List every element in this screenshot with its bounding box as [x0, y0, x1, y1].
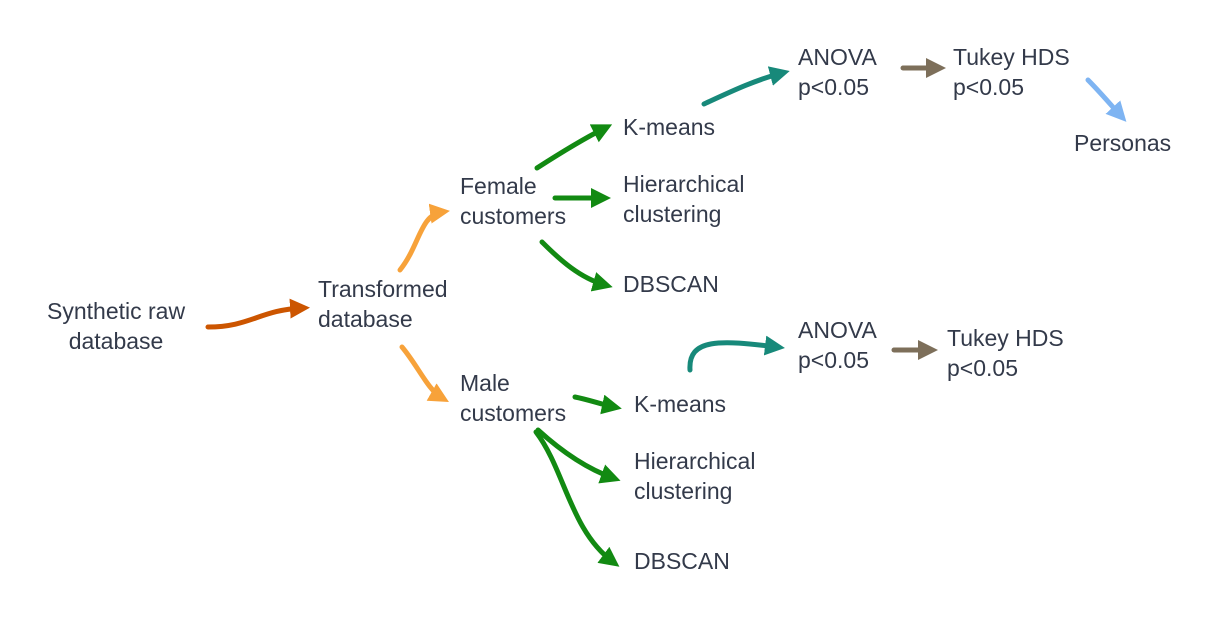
node-female-tukey-hds: Tukey HDS p<0.05: [953, 42, 1070, 102]
node-female-dbscan: DBSCAN: [623, 269, 719, 299]
node-male-tukey-line2: p<0.05: [947, 355, 1018, 381]
node-male-anova: ANOVA p<0.05: [798, 315, 877, 375]
node-female-anova: ANOVA p<0.05: [798, 42, 877, 102]
node-personas-label: Personas: [1074, 130, 1172, 156]
arrow-female-to-dbscan: [539, 239, 613, 292]
node-female-line1: Female: [460, 173, 537, 199]
node-male-tukey-line1: Tukey HDS: [947, 325, 1064, 351]
node-male-hierarchical-clustering: Hierarchical clustering: [634, 446, 755, 506]
node-female-hier-line1: Hierarchical: [623, 171, 745, 197]
node-female-anova-line1: ANOVA: [798, 44, 877, 70]
node-raw-line1: Synthetic raw: [47, 298, 186, 324]
node-male-hier-line1: Hierarchical: [634, 448, 756, 474]
arrow-male-to-dbscan: [533, 429, 620, 567]
node-female-anova-line2: p<0.05: [798, 74, 869, 100]
node-female-kmeans: K-means: [623, 112, 715, 142]
node-male-anova-line1: ANOVA: [798, 317, 877, 343]
node-male-anova-line2: p<0.05: [798, 347, 869, 373]
node-raw-line2: database: [68, 328, 164, 354]
arrow-male-to-hierarchical: [535, 427, 621, 484]
node-female-hierarchical-clustering: Hierarchical clustering: [623, 169, 744, 229]
node-female-hier-line2: clustering: [623, 201, 722, 227]
arrow-male-to-kmeans: [572, 394, 622, 415]
node-male-dbscan: DBSCAN: [634, 546, 730, 576]
node-female-dbscan-label: DBSCAN: [623, 271, 719, 297]
node-male-hier-line2: clustering: [634, 478, 733, 504]
arrow-transformed-to-female: [397, 203, 450, 273]
node-personas: Personas: [1074, 128, 1171, 158]
arrow-raw-to-transformed: [205, 298, 310, 330]
node-transformed-line2: database: [318, 306, 413, 332]
node-female-kmeans-label: K-means: [623, 114, 716, 140]
node-female-tukey-line2: p<0.05: [953, 74, 1024, 100]
node-male-customers: Male customers: [460, 368, 566, 428]
arrow-transformed-to-male: [399, 344, 449, 402]
node-transformed-line1: Transformed: [318, 276, 448, 302]
node-male-line1: Male: [460, 370, 510, 396]
node-female-customers: Female customers: [460, 171, 566, 231]
arrow-female-to-kmeans: [534, 124, 613, 171]
node-female-line2: customers: [460, 203, 567, 229]
arrow-female-kmeans-to-anova: [701, 66, 790, 107]
node-male-kmeans-label: K-means: [634, 391, 727, 417]
node-male-line2: customers: [460, 400, 567, 426]
node-male-tukey-hds: Tukey HDS p<0.05: [947, 323, 1064, 383]
node-synthetic-raw-database: Synthetic raw database: [47, 296, 185, 356]
node-female-tukey-line1: Tukey HDS: [953, 44, 1070, 70]
node-male-dbscan-label: DBSCAN: [634, 548, 730, 574]
arrow-tukey-to-personas: [1085, 77, 1127, 122]
node-male-kmeans: K-means: [634, 389, 726, 419]
arrow-male-kmeans-to-anova: [687, 335, 785, 373]
node-transformed-database: Transformed database: [318, 274, 448, 334]
